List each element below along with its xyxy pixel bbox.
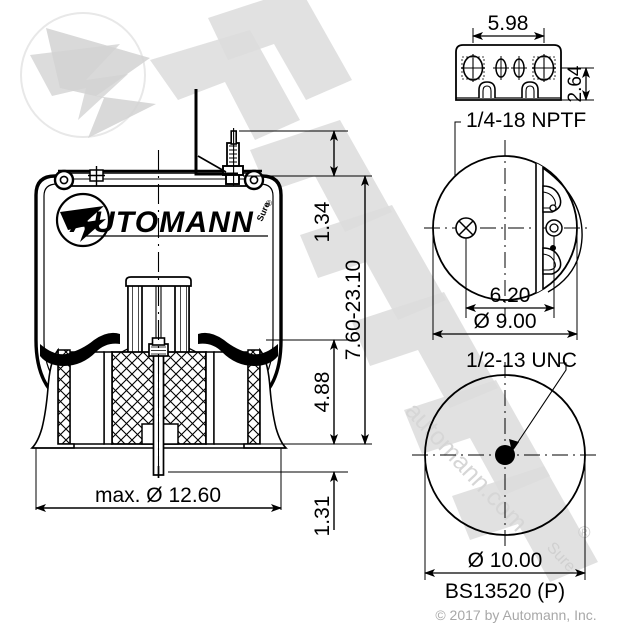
dim-label-base-diameter: Ø 10.00 — [468, 549, 543, 572]
dim-label-port-offset: 6.20 — [490, 284, 531, 307]
bead-plate-assembly — [53, 166, 265, 191]
automann-logo-text: AUTOMANN — [69, 206, 254, 239]
bead-plate-stud-arches — [478, 81, 539, 98]
dim-label-stud-extension: 1.31 — [311, 496, 334, 537]
automann-logo-registered: ® — [266, 199, 272, 208]
main-section-view: AUTOMANN ® Sure — [30, 89, 288, 480]
unc-leader-line — [513, 362, 567, 449]
bellows-lower-lip-right — [198, 332, 278, 366]
dim-label-piston-height: 4.88 — [311, 372, 334, 413]
piston-base-round-view: 1/2-13 UNC Ø 10.00 — [412, 349, 598, 580]
top-plate-round-view: 6.20 Ø 9.00 — [424, 140, 590, 340]
bead-plate-holes — [461, 54, 556, 82]
dim-label-top-plate-height: 1.34 — [311, 201, 334, 242]
mounting-stud-assembly — [222, 128, 244, 186]
top-plate-edge-features — [535, 161, 563, 297]
dim-label-max-width: max. Ø 12.60 — [95, 484, 221, 507]
dim-label-top-plate-diameter: Ø 9.00 — [473, 310, 536, 333]
automann-logo: AUTOMANN ® Sure — [55, 192, 272, 248]
bellows-lower-lip-left — [40, 332, 120, 366]
air-port-fitting-left — [88, 166, 105, 186]
dim-label-plate-height: 2.64 — [565, 65, 586, 102]
nptf-port-symbol — [455, 217, 477, 239]
dim-label-hole-spacing: 5.98 — [488, 12, 529, 35]
label-nptf-port: 1/4-18 NPTF — [466, 109, 586, 132]
copyright-label: © 2017 by Automann, Inc. — [435, 607, 596, 623]
watermark-logo-topleft — [20, 12, 156, 138]
piston-body-hatched — [30, 347, 288, 449]
dim-label-overall-range: 7.60-23.10 — [342, 260, 365, 360]
blind-nut-bracket — [194, 89, 238, 176]
label-unc-thread: 1/2-13 UNC — [466, 349, 577, 372]
bead-plate-detail-view: 5.98 2.64 1/4-18 NPTF — [454, 12, 594, 210]
dimension-lines-main: 1.34 7.60-23.10 4.88 1.31 max. Ø 12.60 — [35, 130, 372, 537]
center-thread-hole — [495, 445, 515, 465]
part-number-label: BS13520 (P) — [445, 580, 565, 603]
